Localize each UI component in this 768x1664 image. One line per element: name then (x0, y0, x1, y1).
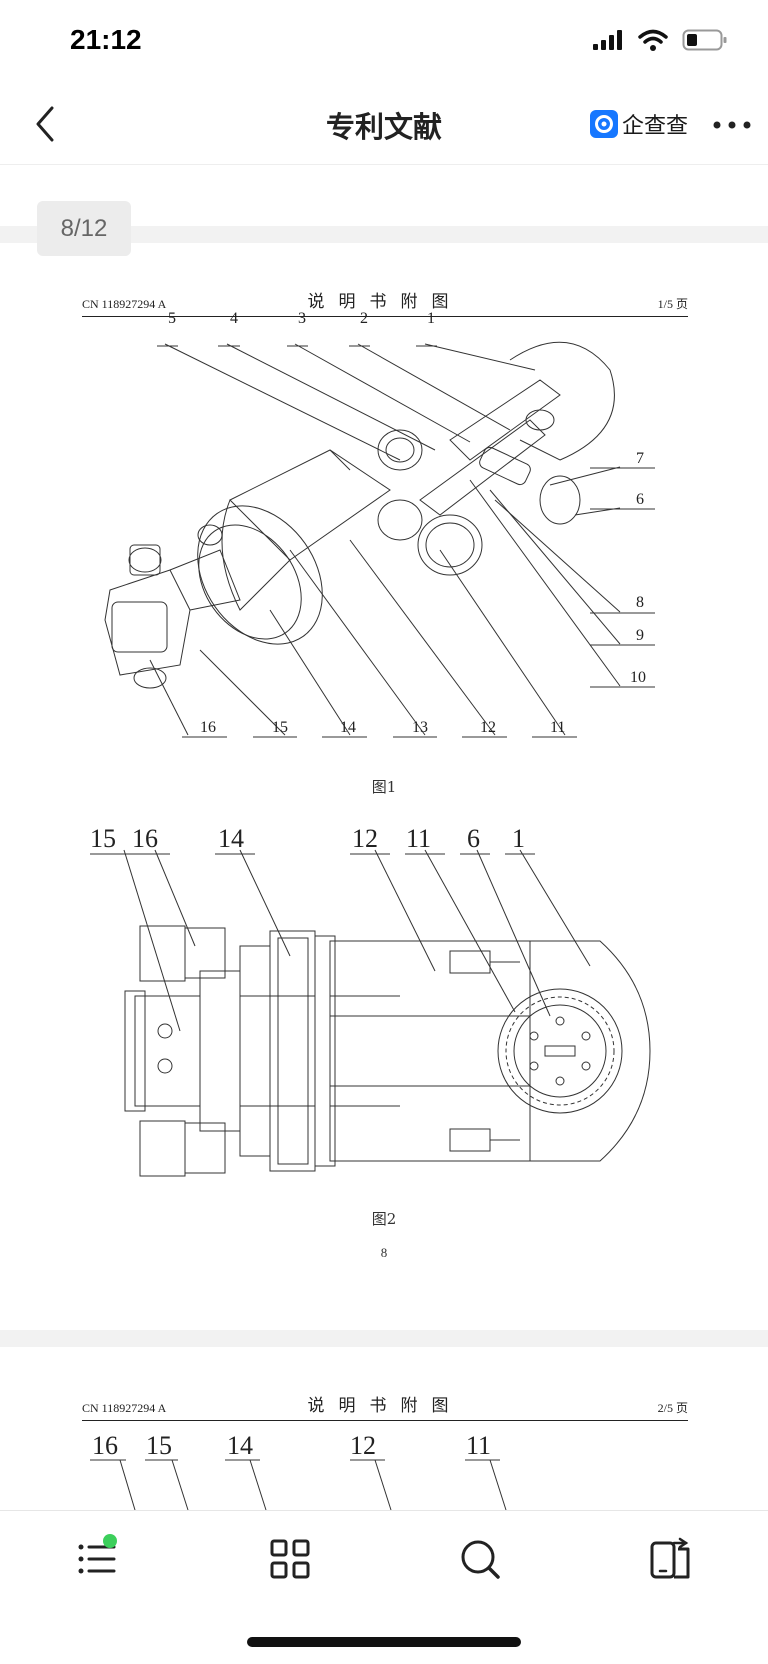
callout-label: 16 (92, 1431, 118, 1460)
cellular-signal-icon (593, 30, 622, 50)
callout-label: 12 (350, 1431, 376, 1460)
figure-2-drawing: 15 16 14 12 11 6 1 (90, 824, 651, 1177)
figure-1-caption: 图1 (371, 778, 397, 796)
callout-label: 12 (352, 824, 378, 853)
doc-section-title: 说明书附图 (307, 1396, 463, 1416)
callout-label: 6 (467, 824, 480, 853)
doc-section-title: 说明书附图 (307, 292, 463, 312)
back-chevron-icon[interactable] (28, 102, 68, 146)
search-icon[interactable] (456, 1535, 504, 1583)
callout-label: 1 (512, 824, 525, 853)
wifi-icon (638, 29, 668, 51)
callout-label: 6 (636, 491, 644, 508)
grid-icon[interactable] (266, 1535, 314, 1583)
more-options-icon[interactable] (712, 120, 752, 130)
callout-label: 11 (406, 824, 431, 853)
figure-1-drawing: 5 4 3 2 1 7 6 8 9 10 16 15 14 13 12 11 (104, 310, 655, 738)
callout-label: 14 (218, 824, 244, 853)
callout-label: 9 (636, 627, 644, 644)
page-separator (0, 1330, 768, 1347)
callout-label: 12 (480, 719, 496, 736)
status-time: 21:12 (70, 24, 142, 55)
doc-page-of: 2/5 页 (657, 1401, 688, 1415)
doc-page-of: 1/5 页 (657, 297, 688, 311)
brand-logo[interactable]: 企查查 (590, 108, 688, 140)
callout-label: 15 (90, 824, 116, 853)
callout-label: 3 (298, 310, 306, 327)
callout-label: 16 (132, 824, 158, 853)
callout-label: 8 (636, 594, 644, 611)
doc-page-number: 8 (380, 1245, 388, 1260)
doc-header: CN 118927294 A 说明书附图 2/5 页 (82, 1390, 688, 1421)
callout-label: 15 (272, 719, 288, 736)
phone-transfer-icon[interactable] (646, 1535, 694, 1583)
brand-name: 企查查 (622, 114, 689, 139)
page-title: 专利文献 (325, 110, 442, 144)
page-indicator: 8/12 (37, 201, 131, 256)
callout-label: 5 (168, 310, 176, 327)
callout-label: 14 (340, 719, 356, 736)
qcc-logo-icon (590, 110, 618, 138)
callout-label: 11 (550, 719, 565, 736)
status-bar: 21:12 (0, 0, 768, 84)
nav-bar: 专利文献 企查查 (0, 84, 768, 165)
callout-label: 1 (427, 310, 435, 327)
menu-list-icon[interactable] (76, 1534, 124, 1583)
doc-id: CN 118927294 A (82, 1401, 167, 1415)
callout-label: 4 (230, 310, 238, 327)
figure-2-caption: 图2 (371, 1210, 397, 1228)
callout-label: 13 (412, 719, 428, 736)
page-separator (0, 226, 768, 243)
callout-label: 16 (200, 719, 216, 736)
callout-label: 7 (636, 450, 644, 467)
callout-label: 15 (146, 1431, 172, 1460)
status-icons (592, 28, 728, 52)
doc-header: CN 118927294 A 说明书附图 1/5 页 (82, 286, 688, 317)
callout-label: 2 (360, 310, 368, 327)
callout-label: 11 (466, 1431, 491, 1460)
figure-3-partial: 16 15 14 12 11 (90, 1431, 507, 1511)
home-indicator (247, 1637, 521, 1647)
callout-label: 10 (630, 669, 646, 686)
notification-dot (103, 1534, 117, 1548)
doc-id: CN 118927294 A (82, 297, 167, 311)
callout-label: 14 (227, 1431, 253, 1460)
battery-icon (682, 29, 727, 51)
